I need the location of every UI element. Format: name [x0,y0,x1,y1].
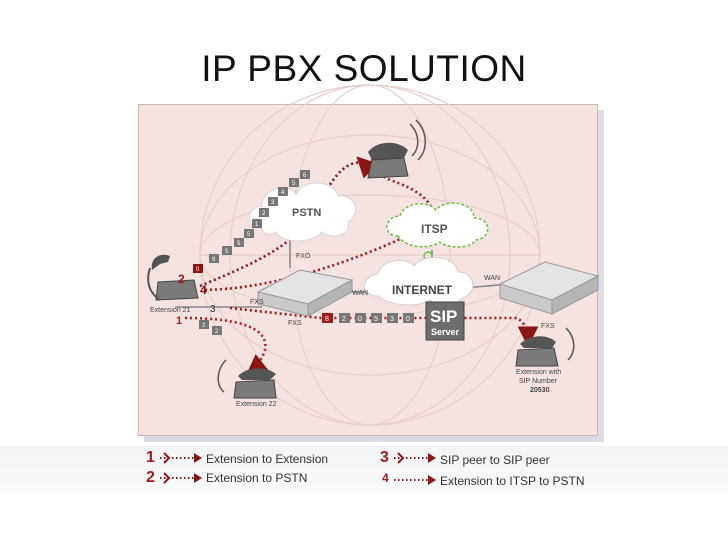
internet-label: INTERNET [392,283,453,297]
dial-key: 3 [387,313,398,323]
legend: 1 Extension to Extension 2 Extension to … [0,446,728,494]
legend-arrow-icon [160,452,202,464]
port-wan-label: WAN [484,275,500,282]
port-wan-label: WAN [352,290,368,297]
sip-extension-label: Extension with [516,369,561,376]
port-fxs-label: FXS [250,299,264,306]
port-fxs-label: FXS [288,320,302,327]
route-number: 3 [210,304,216,315]
dial-key: 2 [339,313,350,323]
sip-extension-number: 20530 [530,387,550,394]
legend-number-4: 4 [382,471,389,485]
dial-key: 0 [193,264,203,273]
svg-text:3: 3 [271,200,275,206]
network-diagram: PSTN ITSP INTERNET SIP Server [147,84,600,426]
legend-arrow-icon [394,452,436,464]
itsp-cloud-icon: ITSP [386,202,489,266]
route-number: 1 [176,315,182,327]
itsp-label: ITSP [421,222,448,236]
legend-number-2: 2 [146,469,155,486]
sip-server-sublabel: Server [431,327,460,337]
internet-cloud-icon: INTERNET [364,256,474,306]
legend-number-1: 1 [146,449,155,466]
extension-21-label: Extension 21 [150,307,191,314]
svg-text:2: 2 [342,316,346,323]
route-number: 4 [200,283,207,297]
ip-pbx-device-icon [256,269,354,317]
route-sip-call [229,306,539,348]
svg-text:5: 5 [225,249,229,255]
port-fxs-label: FXS [541,323,555,330]
svg-text:5: 5 [247,232,251,238]
pstn-dial-keys: 0 9 5 5 5 1 2 3 4 5 6 [193,170,310,273]
svg-text:5: 5 [292,181,296,187]
pstn-label: PSTN [292,207,321,219]
svg-text:4: 4 [281,190,285,196]
sip-server-icon: SIP Server [425,301,465,341]
dial-key: 5 [371,313,382,323]
dial-key: 8 [322,313,333,323]
dial-key: 2 [199,320,209,329]
dial-key: 5 [222,246,232,255]
svg-text:0: 0 [406,316,410,323]
extension-21-phone-icon [147,254,199,301]
legend-text-1: Extension to Extension [206,452,329,466]
svg-text:2: 2 [202,323,206,329]
sip-server-label: SIP [430,307,457,326]
svg-text:2: 2 [262,211,266,217]
pstn-phone-icon [367,119,426,179]
dial-key: 1 [252,219,262,228]
svg-text:1: 1 [255,222,259,228]
svg-text:0: 0 [196,267,200,273]
sip-extension-sublabel: SIP Number [519,378,558,385]
page-title: IP PBX SOLUTION [201,48,527,89]
legend-text-2: Extension to PSTN [206,471,308,485]
dial-key: 5 [234,238,244,247]
extension-dial-keys: 2 2 [199,320,222,335]
legend-text-3: SIP peer to SIP peer [440,453,550,467]
port-fxo-label: FXO [296,253,311,260]
dial-key: 9 [209,254,219,263]
svg-text:9: 9 [212,257,216,263]
svg-text:3: 3 [390,316,394,323]
extension-22-phone-icon [217,359,277,399]
legend-number-3: 3 [380,449,389,466]
sip-extension-phone-icon [515,327,575,367]
svg-text:5: 5 [237,241,241,247]
dial-key: 3 [268,197,278,206]
dial-key: 2 [259,208,269,217]
svg-text:2: 2 [215,329,219,335]
svg-text:0: 0 [358,316,362,323]
dial-key: 0 [355,313,366,323]
svg-text:6: 6 [303,173,307,179]
dial-key: 4 [278,187,288,196]
dial-key: 0 [403,313,414,323]
remote-gateway-icon [498,261,600,315]
dial-key: 5 [244,229,254,238]
legend-text-4: Extension to ITSP to PSTN [440,474,585,488]
legend-arrow-icon [160,472,202,484]
legend-arrow-icon [394,475,436,485]
sip-dial-keys: 8 2 0 5 3 0 [322,313,414,323]
dial-key: 5 [289,178,299,187]
route-number: 2 [178,272,185,286]
extension-22-label: Extension 22 [236,401,277,408]
dial-key: 6 [300,170,310,179]
dial-key: 2 [212,326,222,335]
svg-text:8: 8 [325,316,329,323]
svg-text:5: 5 [374,316,378,323]
